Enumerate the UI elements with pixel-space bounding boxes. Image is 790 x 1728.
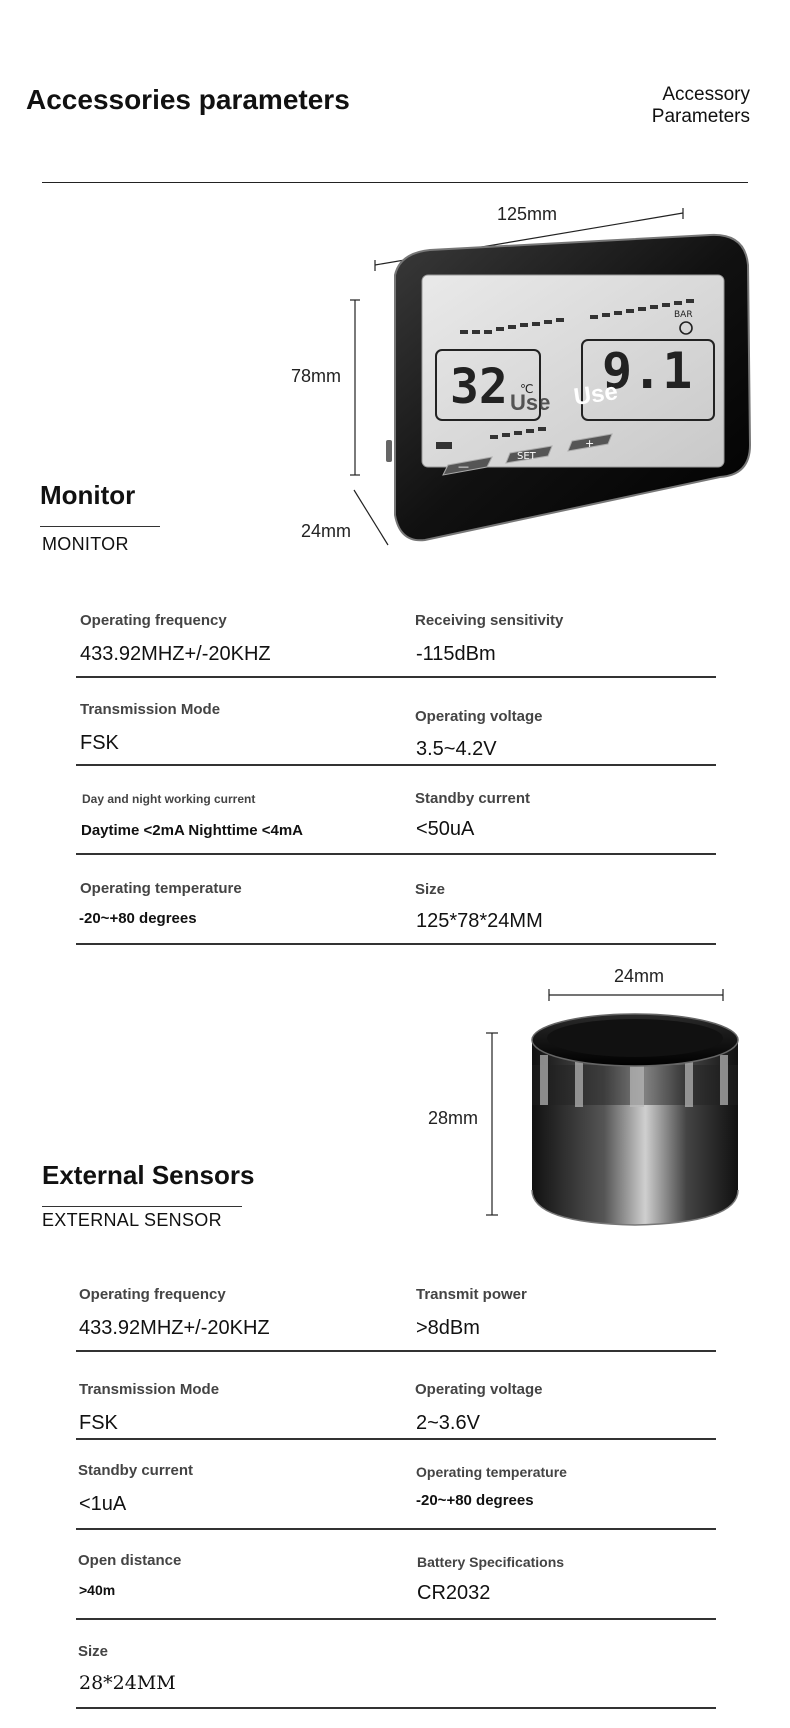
monitor-section-subtitle: MONITOR: [42, 534, 129, 554]
sensor-height-label: 28mm: [428, 1108, 479, 1128]
monitor-pressure-unit: BAR: [674, 310, 693, 320]
spec-label: Operating voltage: [415, 1381, 543, 1398]
plus-button-label: +: [585, 437, 594, 450]
spec-label: Operating temperature: [416, 1464, 567, 1480]
header-divider: [42, 182, 748, 183]
set-button: [505, 445, 553, 464]
spec-label: Standby current: [415, 790, 531, 807]
spec-value: <50uA: [416, 818, 475, 840]
spec-label: Battery Specifications: [417, 1554, 565, 1570]
watermark-use-1: Use: [510, 390, 550, 415]
spec-label: Operating frequency: [79, 1286, 226, 1303]
row-divider: [76, 1438, 716, 1440]
spec-label: Operating voltage: [415, 708, 543, 725]
sensor-title-rule: [42, 1206, 242, 1207]
spec-value: CR2032: [417, 1582, 491, 1604]
sensor-image: [486, 989, 739, 1226]
spec-label: Open distance: [78, 1552, 182, 1569]
spec-value: Daytime <2mA Nighttime <4mA: [81, 822, 304, 839]
minus-button: [442, 456, 493, 476]
sensor-section-subtitle: EXTERNAL SENSOR: [42, 1210, 222, 1230]
row-divider: [76, 853, 716, 855]
monitor-title-rule: [40, 526, 160, 527]
spec-label: Transmission Mode: [79, 1381, 220, 1398]
monitor-depth-label: 24mm: [301, 521, 352, 541]
monitor-height-label: 78mm: [291, 366, 342, 386]
row-divider: [76, 764, 716, 766]
page-title: Accessories parameters: [26, 84, 350, 115]
spec-value: -20~+80 degrees: [416, 1492, 534, 1509]
row-divider: [76, 943, 716, 945]
spec-value: FSK: [79, 1412, 118, 1434]
spec-label: Operating temperature: [80, 880, 242, 897]
spec-value: 433.92MHZ+/-20KHZ: [80, 643, 271, 665]
spec-value: 125*78*24MM: [416, 910, 543, 932]
sensor-width-label: 24mm: [614, 966, 665, 986]
page-subtitle: Accessory Parameters: [652, 84, 750, 128]
minus-button-label: —: [458, 460, 469, 473]
monitor-temp-reading: 32: [450, 359, 508, 415]
tire-warning-icon: [679, 321, 693, 335]
spec-label: Operating frequency: [80, 612, 227, 629]
page-subtitle-line2: Parameters: [651, 106, 750, 127]
spec-value: <1uA: [79, 1493, 127, 1515]
monitor-section-title: Monitor: [40, 480, 136, 510]
monitor-width-label: 125mm: [497, 204, 558, 224]
spec-value: 3.5~4.2V: [416, 738, 497, 760]
monitor-temp-unit: ℃: [520, 382, 533, 396]
sensor-section-title: External Sensors: [42, 1160, 255, 1190]
row-divider: [76, 1618, 716, 1620]
spec-value: >8dBm: [416, 1317, 480, 1339]
spec-label: Day and night working current: [82, 792, 256, 806]
spec-label: Transmission Mode: [80, 701, 221, 718]
monitor-image: 32 ℃ 9.1 BAR Use Use — SET +: [350, 208, 752, 546]
row-divider: [76, 1707, 716, 1709]
row-divider: [76, 1528, 716, 1530]
page-subtitle-line1: Accessory: [662, 84, 750, 105]
row-divider: [76, 1350, 716, 1352]
row-divider: [76, 676, 716, 678]
spec-value: >40m: [79, 1582, 116, 1598]
spec-value: -115dBm: [416, 643, 496, 665]
spec-label: Standby current: [78, 1462, 194, 1479]
monitor-pressure-reading: 9.1: [602, 342, 692, 400]
set-button-label: SET: [517, 451, 537, 462]
spec-label: Receiving sensitivity: [415, 612, 564, 629]
spec-value: 2~3.6V: [416, 1412, 480, 1434]
spec-label: Size: [415, 881, 446, 898]
side-port: [386, 440, 392, 462]
spec-value: FSK: [80, 732, 119, 754]
spec-value: 28*24MM: [79, 1672, 176, 1694]
spec-label: Transmit power: [416, 1286, 527, 1303]
plus-button: [567, 433, 613, 452]
spec-value: 433.92MHZ+/-20KHZ: [79, 1317, 270, 1339]
spec-label: Size: [78, 1643, 109, 1660]
spec-value: -20~+80 degrees: [79, 910, 197, 927]
watermark-use-2: Use: [572, 378, 619, 411]
